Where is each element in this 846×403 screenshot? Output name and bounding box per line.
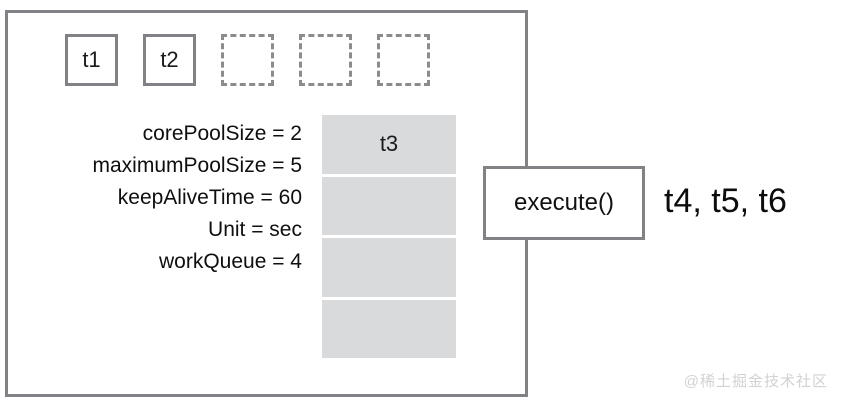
config-core-pool-size: corePoolSize = 2 — [142, 122, 302, 145]
work-queue: t3 — [322, 115, 456, 358]
execute-method-label: execute() — [513, 189, 615, 216]
pending-tasks-label: t4, t5, t6 — [664, 182, 787, 220]
config-maximum-pool-size: maximumPoolSize = 5 — [92, 154, 303, 177]
queue-cell-3 — [322, 238, 456, 297]
worker-slot-label: t2 — [160, 47, 179, 72]
execute-method-box: execute() — [483, 166, 645, 240]
config-keep-alive-time: keepAliveTime = 60 — [117, 186, 302, 209]
config-unit: Unit = sec — [208, 218, 302, 241]
worker-slot-t1: t1 — [65, 34, 118, 86]
queue-cell-2 — [322, 176, 456, 235]
worker-slot-empty-1 — [221, 34, 274, 86]
worker-slot-label: t1 — [82, 47, 101, 72]
worker-slot-t2: t2 — [143, 34, 196, 86]
worker-thread-row: t1 t2 — [65, 34, 430, 86]
config-work-queue: workQueue = 4 — [158, 250, 302, 273]
worker-slot-empty-3 — [377, 34, 430, 86]
queue-cell-4 — [322, 299, 456, 358]
pool-config-list: corePoolSize = 2 maximumPoolSize = 5 kee… — [0, 118, 303, 278]
queue-cell-1: t3 — [322, 115, 456, 174]
watermark-label: @稀土掘金技术社区 — [683, 373, 828, 390]
queue-cell-label: t3 — [379, 131, 399, 157]
worker-slot-empty-2 — [299, 34, 352, 86]
